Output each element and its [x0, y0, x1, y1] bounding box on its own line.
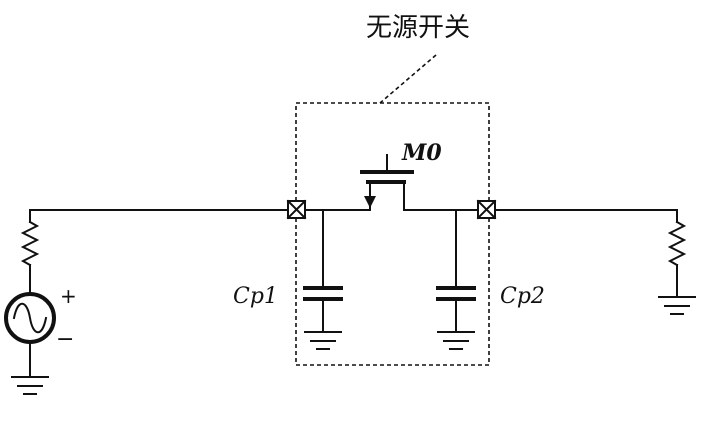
title-leader-line	[379, 54, 437, 104]
switch-enclosure	[295, 102, 490, 366]
ground-cp1	[304, 331, 342, 350]
capacitor-cp1	[303, 286, 343, 301]
cp2-label: Cp2	[500, 284, 545, 309]
source-minus-label: −	[56, 327, 74, 352]
ac-source	[4, 292, 56, 344]
port-right-icon	[476, 199, 497, 220]
mosfet-m0	[360, 154, 414, 211]
resistor-left	[20, 220, 40, 267]
cp1-label: Cp1	[233, 284, 278, 309]
switch-title: 无源开关	[366, 13, 470, 43]
ground-right	[658, 296, 696, 315]
port-left-icon	[286, 199, 307, 220]
ground-left	[11, 376, 49, 395]
ground-cp2	[437, 331, 475, 350]
capacitor-cp2	[436, 286, 476, 301]
resistor-right	[667, 220, 687, 267]
mosfet-label: M0	[401, 140, 442, 166]
source-plus-label: +	[60, 284, 77, 308]
